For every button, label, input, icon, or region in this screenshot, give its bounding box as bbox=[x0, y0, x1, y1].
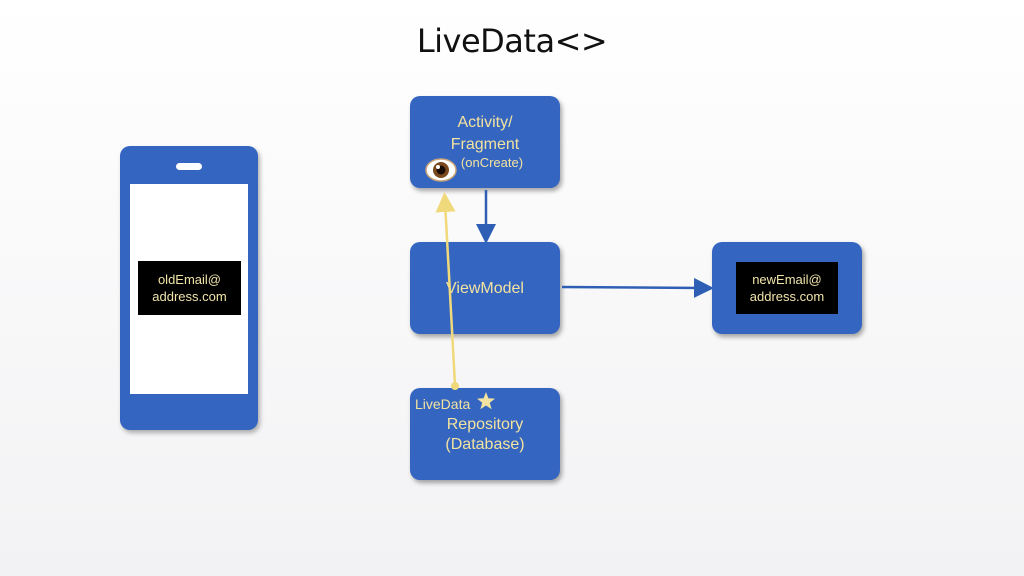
activity-line3: (onCreate) bbox=[460, 155, 524, 170]
repository-line2: (Database) bbox=[445, 436, 525, 453]
viewmodel-to-email-arrow bbox=[561, 277, 714, 298]
viewmodel-box: ViewModel bbox=[410, 242, 560, 334]
phone-device: oldEmail@ address.com bbox=[120, 146, 258, 430]
activity-line2: Fragment bbox=[450, 136, 520, 153]
repository-line1: Repository bbox=[446, 416, 524, 433]
livedata-observe-arrow bbox=[435, 192, 457, 386]
old-email-display: oldEmail@ address.com bbox=[138, 261, 241, 315]
livedata-source-dot bbox=[451, 382, 459, 390]
new-email-display: newEmail@ address.com bbox=[736, 262, 838, 314]
repository-box: LiveData Repository (Database) bbox=[410, 388, 560, 480]
new-email-line2: address.com bbox=[749, 289, 825, 304]
phone-speaker bbox=[176, 163, 202, 170]
diagram-title: LiveData<> bbox=[416, 22, 608, 60]
old-email-line1: oldEmail@ bbox=[157, 272, 222, 287]
new-email-box: newEmail@ address.com bbox=[712, 242, 862, 334]
livedata-tag: LiveData bbox=[415, 396, 471, 412]
new-email-line1: newEmail@ bbox=[752, 272, 822, 287]
star-icon bbox=[476, 391, 496, 411]
viewmodel-label: ViewModel bbox=[446, 280, 524, 297]
activity-line1: Activity/ bbox=[457, 114, 513, 131]
eye-icon bbox=[424, 156, 458, 184]
old-email-line2: address.com bbox=[152, 289, 227, 304]
